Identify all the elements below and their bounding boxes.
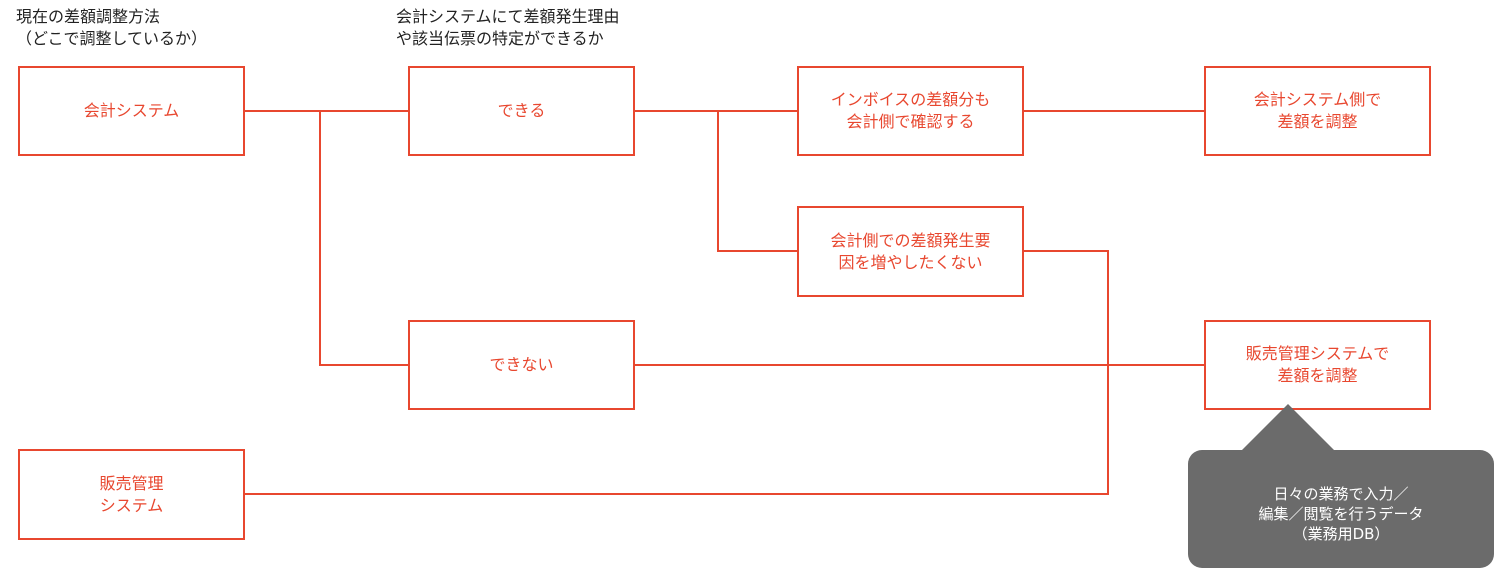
callout-business-db: 日々の業務で入力／ 編集／閲覧を行うデータ （業務用DB） [1188,450,1494,568]
connector-accounting-to-cannot [319,111,410,366]
node-accounting-system: 会計システム [18,66,245,156]
node-avoid-increase: 会計側での差額発生要 因を増やしたくない [797,206,1024,297]
callout-pointer [1240,404,1336,452]
header-identifiable: 会計システムにて差額発生理由 や該当伝票の特定ができるか [396,7,620,48]
node-adjust-sales: 販売管理システムで 差額を調整 [1204,320,1431,410]
node-cannot: できない [408,320,635,410]
header-current-method: 現在の差額調整方法 （どこで調整しているか） [16,7,208,48]
connector-sales-to-adjust-sales [244,365,1109,495]
connector-can-to-avoid [717,111,799,252]
node-invoice-check: インボイスの差額分も 会計側で確認する [797,66,1024,156]
node-sales-system: 販売管理 システム [18,449,245,540]
node-adjust-accounting: 会計システム側で 差額を調整 [1204,66,1431,156]
connector-avoid-to-adjust-sales [1023,250,1109,365]
node-can: できる [408,66,635,156]
